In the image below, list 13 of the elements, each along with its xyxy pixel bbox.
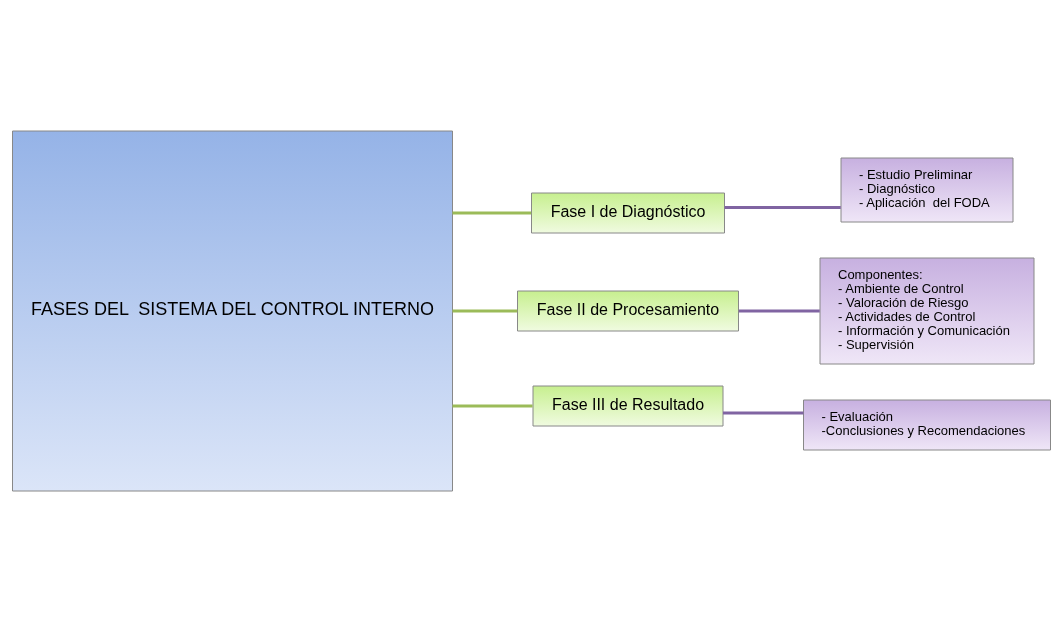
connector [452, 404, 533, 407]
connector [452, 211, 532, 214]
node-box: Fase I de Diagnóstico [531, 192, 725, 233]
node-box: - Evaluación -Conclusiones y Recomendaciones [803, 399, 1051, 450]
connector [723, 411, 804, 414]
node-box: FASES DEL SISTEMA DEL CONTROL INTERNO [12, 130, 453, 491]
connector [724, 205, 841, 209]
connector [452, 309, 518, 312]
node-box: Componentes: - Ambiente de Control - Valoración de Riesgo - Actividades de Control - Información y Comunicación - Supervisión [819, 257, 1035, 364]
node-box: Fase II de Procesamiento [517, 290, 739, 331]
node-box: - Estudio Preliminar - Diagnóstico - Aplicación del FODA [840, 157, 1014, 222]
node-box: Fase III de Resultado [532, 385, 724, 426]
connector [738, 309, 820, 312]
